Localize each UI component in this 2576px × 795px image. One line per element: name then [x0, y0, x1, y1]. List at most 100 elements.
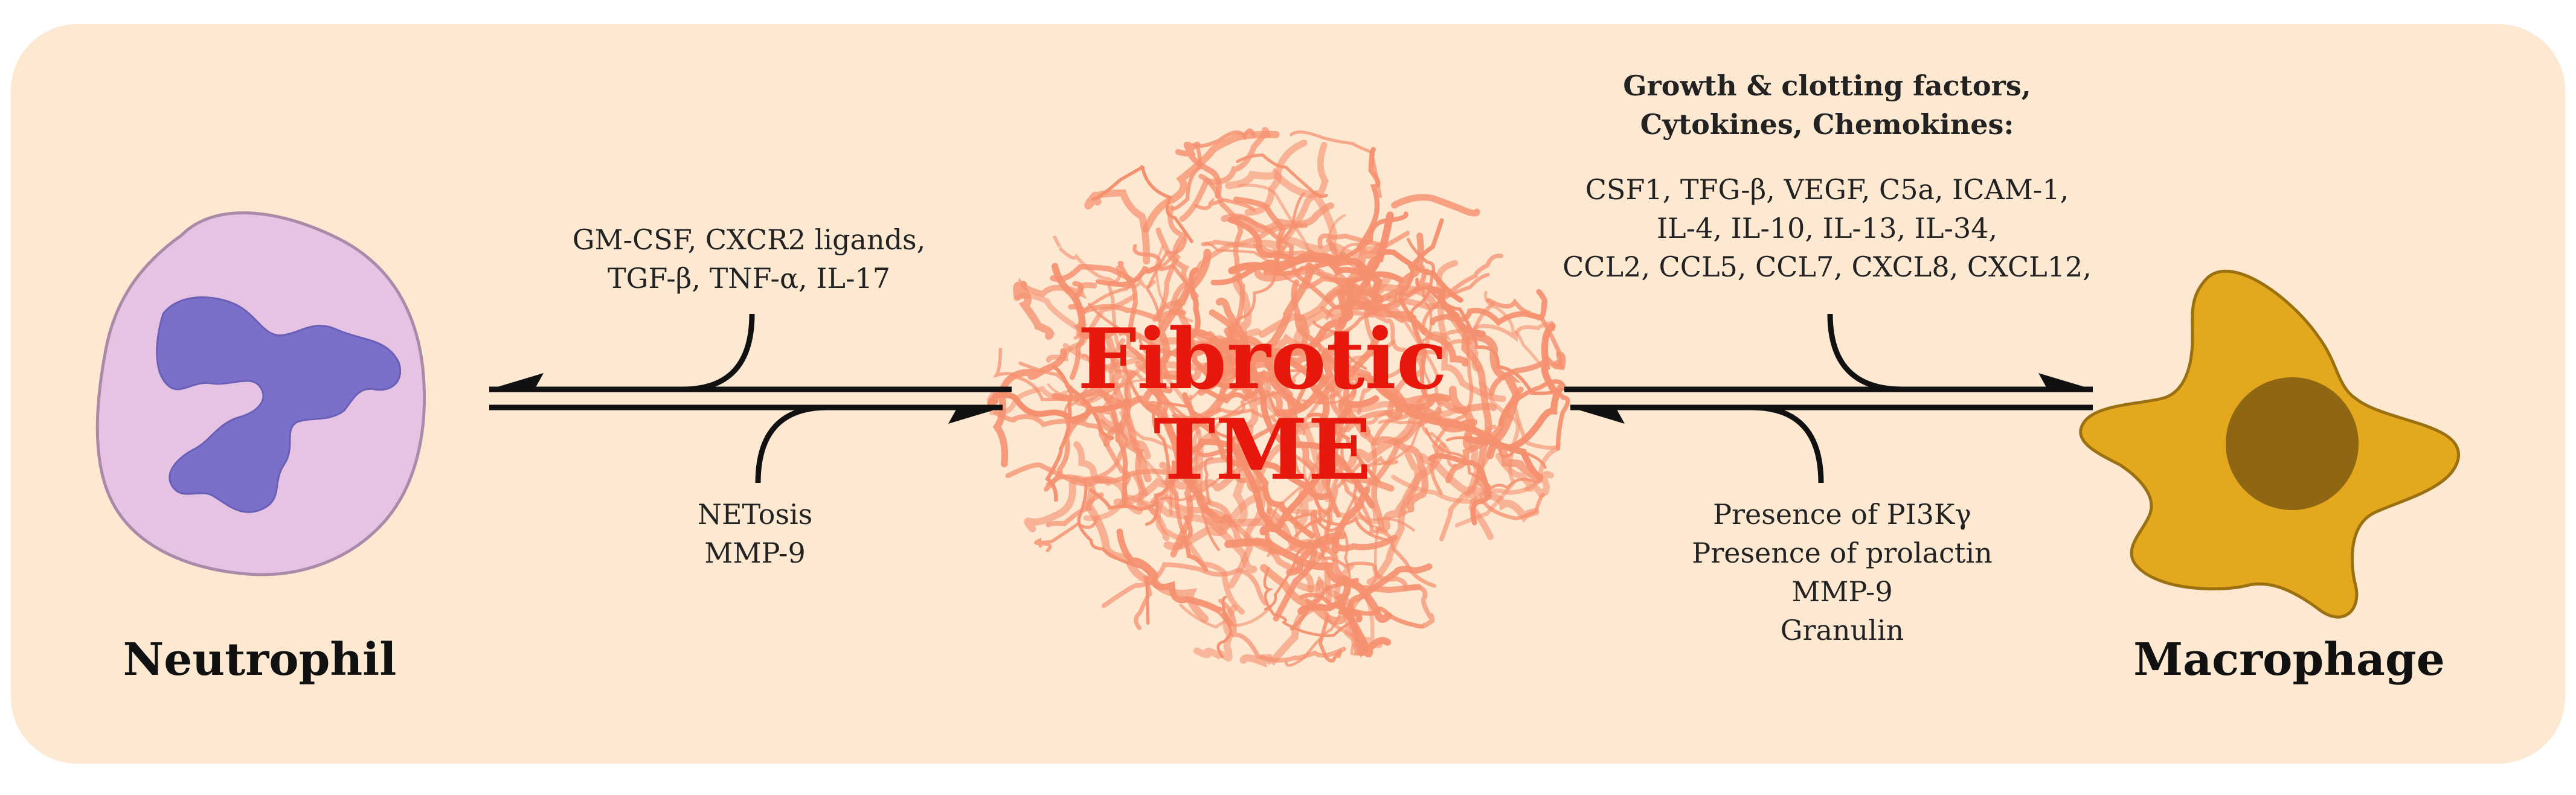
tme-fiber-strand: [1157, 205, 1187, 319]
tme-fiber-strand: [1290, 578, 1360, 631]
tme-fiber-strand: [1052, 364, 1114, 440]
tme-fiber-strand: [1195, 262, 1314, 359]
tme-fiber-strand: [1312, 320, 1367, 370]
tme-fiber-strand: [1294, 460, 1309, 552]
tme-fiber-strand: [1175, 141, 1222, 199]
tme-fiber-strand: [1225, 167, 1369, 281]
tme-fiber-strand: [1198, 173, 1245, 362]
tme-fiber-strand: [1263, 567, 1357, 637]
factor-line: CCL2, CCL5, CCL7, CXCL8, CXCL12,: [1563, 251, 2092, 283]
tme-fiber-strand: [1018, 361, 1129, 442]
tme-fiber-strand: [1232, 431, 1248, 524]
tme-fiber-strand: [1448, 386, 1476, 450]
tme-fiber-strand: [1134, 575, 1152, 630]
tme-fiber-strand: [1430, 289, 1548, 327]
tme-fiber-strand: [1181, 515, 1209, 572]
factor-line: GM-CSF, CXCR2 ligands,: [572, 223, 926, 256]
tme-fiber-strand: [1233, 196, 1288, 269]
tme-fiber-strand: [1427, 453, 1491, 526]
tme-fiber-strand: [1122, 363, 1171, 526]
tme-fiber-strand: [1286, 532, 1346, 576]
tme-fiber-strand: [1195, 430, 1257, 573]
neutrophil-to-tme-factors: NETosis MMP-9: [634, 495, 876, 572]
tme-fiber-strand: [1216, 595, 1233, 659]
macrophage-nucleus: [2226, 377, 2359, 510]
tme-fiber-strand: [1378, 420, 1457, 468]
factor-line: NETosis: [697, 498, 813, 531]
tme-fiber-strand: [1445, 386, 1524, 484]
arrow-macrophage-to-tme-feeder: [1751, 404, 1824, 484]
tme-fiber-strand: [1436, 260, 1506, 402]
factor-line: Presence of PI3Kγ: [1713, 498, 1971, 531]
neutrophil-nucleus: [156, 296, 402, 513]
tme-fiber-strand: [1235, 214, 1380, 311]
tme-fiber-strand: [1119, 328, 1261, 371]
tme-fiber-strand: [1237, 184, 1351, 298]
tme-fiber-strand: [992, 348, 1067, 468]
tme-fiber-strand: [1073, 441, 1143, 515]
arrow-tme-to-neutrophil-feeder: [682, 313, 755, 392]
tme-fiber-strand: [1224, 327, 1259, 401]
tme-fiber-strand: [1454, 382, 1520, 528]
tme-fiber-strand: [1354, 420, 1429, 512]
tme-fiber-strand: [1353, 595, 1375, 659]
factor-line: TGF-β, TNF-α, IL-17: [607, 262, 891, 295]
tme-fiber-strand: [1224, 538, 1392, 623]
tme-fiber-strand: [1118, 359, 1186, 466]
tme-fiber-strand: [1151, 464, 1261, 530]
tme-fiber-strand: [1260, 564, 1346, 625]
tme-fiber-strand: [1053, 235, 1156, 289]
tme-fiber-strand: [1320, 305, 1413, 378]
tme-fiber-strand: [1171, 128, 1256, 211]
arrowhead-right-top: [2038, 373, 2093, 389]
tme-fiber-strand: [1309, 455, 1398, 526]
factor-line: Granulin: [1780, 614, 1904, 647]
tme-fiber-strand: [1391, 194, 1480, 217]
tme-fiber-strand: [1103, 396, 1128, 509]
tme-fiber-strand: [1118, 329, 1204, 359]
tme-fiber-strand: [992, 347, 1074, 401]
tme-fiber-strand: [1495, 452, 1554, 499]
tme-fiber-strand: [1296, 575, 1363, 656]
tme-fiber-strand: [1512, 401, 1561, 450]
tme-fiber-strand: [1464, 432, 1494, 540]
macrophage-to-tme-factors: Presence of PI3Kγ Presence of prolactin …: [1631, 495, 2054, 650]
factor-line: IL-4, IL-10, IL-13, IL-34,: [1656, 212, 1998, 244]
tme-fiber-strand: [1291, 279, 1370, 437]
tme-fiber-strand: [1337, 211, 1394, 324]
tme-fiber-strand: [1194, 197, 1256, 212]
fibrotic-tme-title-line2: TME: [1153, 400, 1372, 499]
tme-fiber-strand: [1135, 361, 1201, 382]
tme-fiber-strand: [1357, 147, 1381, 250]
heading-line: Growth & clotting factors,: [1623, 69, 2031, 102]
tme-fiber-strand: [1489, 351, 1566, 396]
tme-fiber-strand: [1366, 376, 1487, 439]
tme-fiber-strand: [1338, 400, 1425, 471]
fibrotic-tme-cluster: [987, 127, 1570, 668]
factor-line: CSF1, TFG-β, VEGF, C5a, ICAM-1,: [1585, 173, 2069, 206]
tme-fiber-strand: [1084, 189, 1150, 265]
arrowhead-left-top: [489, 373, 544, 389]
macrophage-cell: [2079, 269, 2460, 619]
tme-fiber-strand: [1184, 325, 1236, 378]
tme-fiber-strand: [1084, 483, 1209, 623]
tme-fiber-strand: [1317, 231, 1410, 249]
heading-line: Cytokines, Chemokines:: [1640, 108, 2014, 141]
arrow-tme-to-macrophage-feeder: [1827, 313, 1903, 392]
tme-fiber-strand: [1283, 142, 1329, 241]
tme-to-macrophage-factors: CSF1, TFG-β, VEGF, C5a, ICAM-1, IL-4, IL…: [1510, 170, 2144, 286]
tme-fiber-strand: [1421, 273, 1490, 335]
tme-fiber-strand: [1386, 295, 1482, 372]
tme-fiber-strand: [1083, 494, 1156, 522]
tme-fiber-strand: [1372, 564, 1435, 628]
tme-fiber-strand: [1265, 410, 1345, 557]
tme-fiber-strand: [1020, 281, 1097, 299]
tme-fiber-strand: [1146, 238, 1187, 334]
tme-fiber-strand: [1218, 598, 1346, 663]
tme-fiber-strand: [1044, 406, 1091, 492]
tme-fiber-strand: [1357, 302, 1495, 415]
tme-fiber-strand: [1155, 227, 1194, 313]
tme-fiber-strand: [1445, 254, 1503, 297]
